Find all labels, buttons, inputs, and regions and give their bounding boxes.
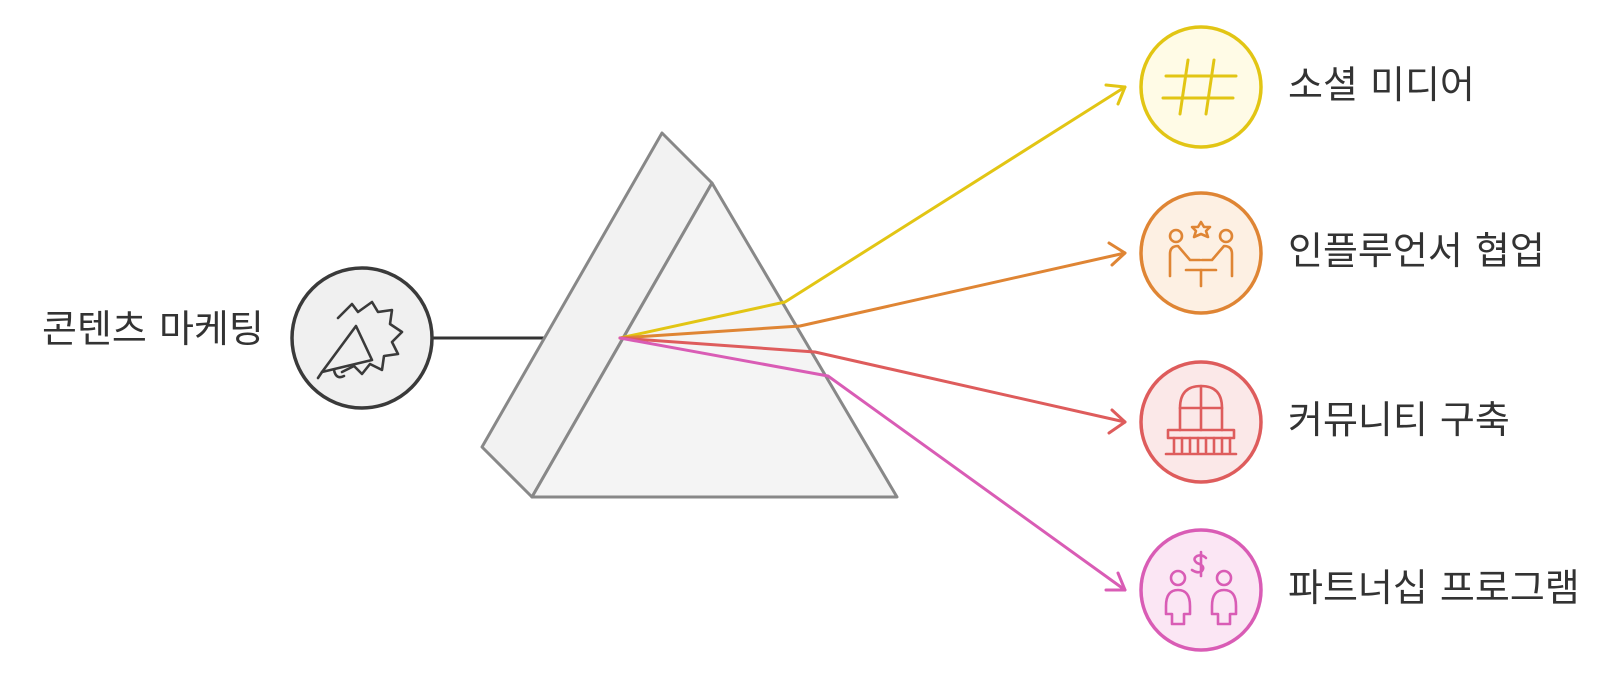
output-node-community <box>1139 360 1263 484</box>
beam-influencer <box>618 251 1127 340</box>
output-node-partnership <box>1139 528 1263 652</box>
arrowhead-social-media <box>1104 83 1127 106</box>
output-node-influencer <box>1139 191 1263 315</box>
output-label-partnership: 파트너십 프로그램 <box>1288 566 1580 610</box>
prism <box>480 131 899 499</box>
collaboration-icon <box>1168 220 1234 288</box>
source-node <box>290 266 434 410</box>
arrowhead-influencer <box>1107 241 1127 267</box>
arrowhead-community <box>1107 408 1127 435</box>
beam-partnership <box>618 336 1127 592</box>
hashtag-icon <box>1161 58 1238 116</box>
refracted-beams <box>618 83 1127 592</box>
output-label-influencer: 인플루언서 협업 <box>1288 229 1545 273</box>
partnership-icon <box>1164 550 1238 626</box>
beam-social-media <box>618 85 1127 340</box>
output-label-community: 커뮤니티 구축 <box>1288 398 1510 442</box>
output-label-social-media: 소셜 미디어 <box>1288 63 1475 107</box>
prism-front-face <box>530 181 899 499</box>
arrowhead-partnership <box>1104 571 1127 592</box>
megaphone-icon <box>316 300 404 380</box>
source-label: 콘텐츠 마케팅 <box>42 307 264 351</box>
community-building-icon <box>1164 384 1238 456</box>
output-node-social-media <box>1139 25 1263 149</box>
beam-community <box>618 336 1127 424</box>
